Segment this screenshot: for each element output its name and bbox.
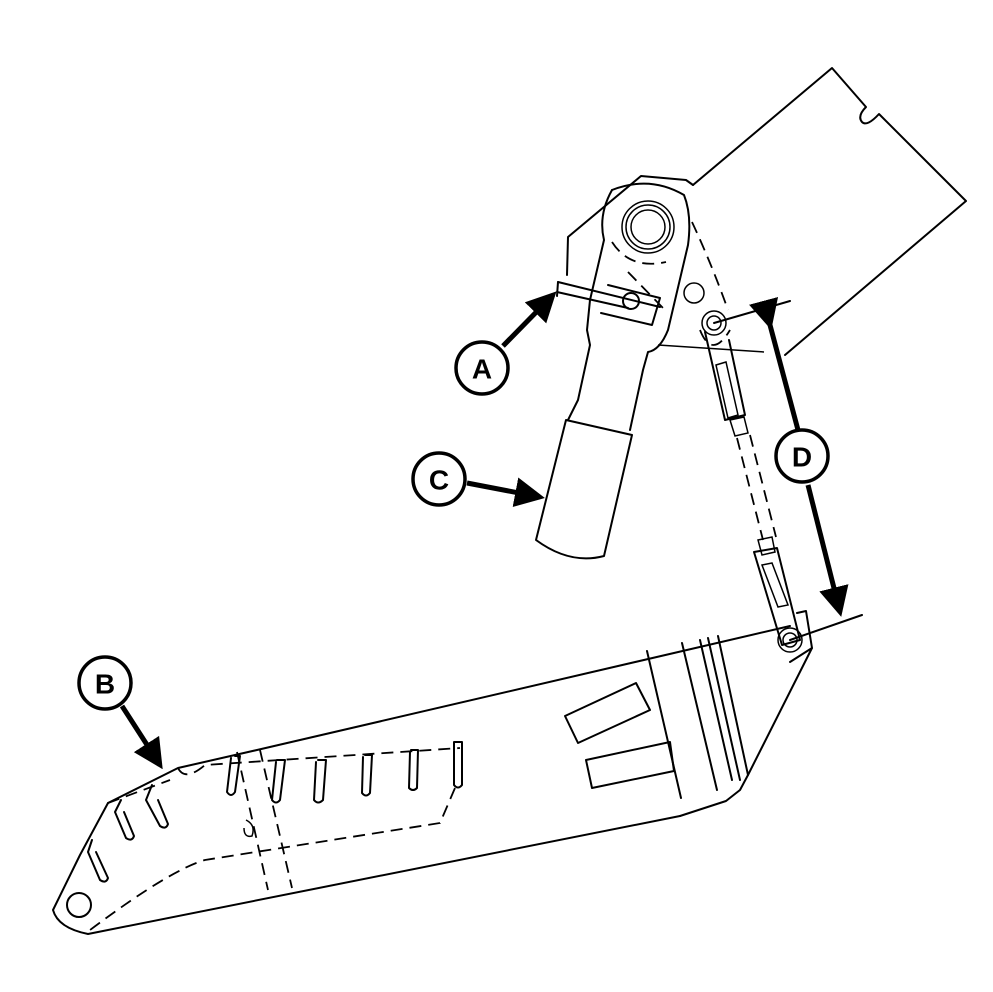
callout-c-label: C (429, 465, 449, 496)
callout-b-label: B (95, 669, 115, 700)
callout-a-leader (501, 291, 557, 348)
callout-d: D (774, 428, 830, 484)
callout-a-label: A (472, 354, 492, 385)
callout-d-label: D (792, 442, 812, 473)
callout-c: C (411, 451, 467, 507)
dimension-d (713, 296, 863, 641)
adjustment-clip (556, 281, 661, 326)
callout-b: B (77, 655, 133, 711)
callout-c-leader (466, 477, 545, 508)
callout-a: A (454, 340, 510, 396)
mounting-plate (566, 67, 967, 356)
linkage-rod (699, 310, 813, 663)
callout-b-leader (119, 704, 163, 770)
lever-arm (535, 182, 765, 560)
pedal-arm (52, 625, 813, 935)
